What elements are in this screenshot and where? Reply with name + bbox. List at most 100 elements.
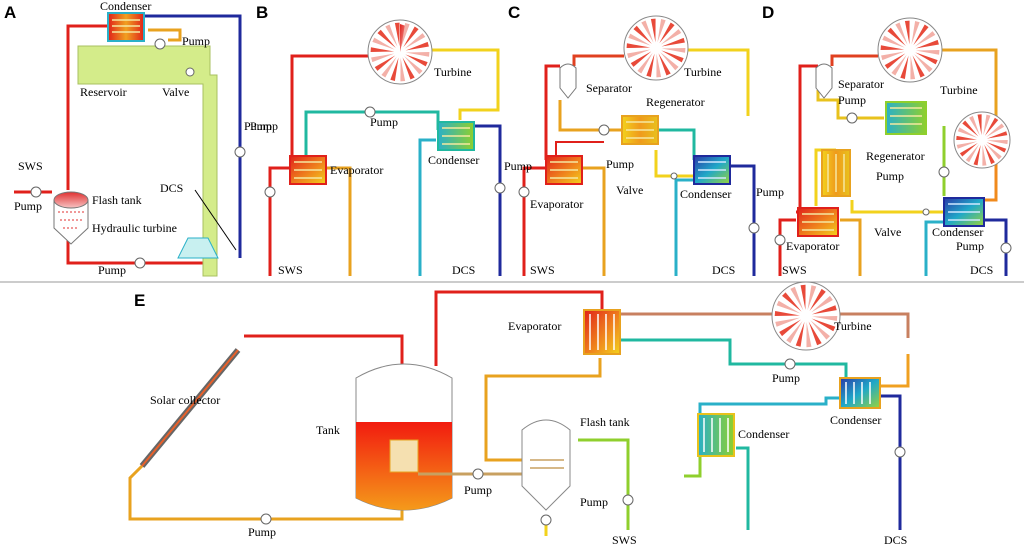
turbine-blade [404, 56, 423, 75]
turbine-blade [401, 23, 410, 47]
pipe [244, 334, 404, 366]
turbine-blade [884, 53, 906, 69]
turbine-blade [881, 51, 905, 61]
label: DCS [884, 533, 907, 547]
pipe [730, 164, 756, 276]
turbine-blade [914, 54, 933, 73]
pipe [418, 138, 436, 276]
valve-icon [185, 67, 195, 77]
pump-icon [622, 494, 634, 506]
panel-c-letter: C [508, 3, 520, 22]
turbine-blade [782, 292, 802, 312]
turbine-blade [372, 37, 395, 50]
label: Pump [248, 525, 276, 539]
tank-coil [389, 439, 419, 473]
turbine-blade [811, 305, 837, 315]
label: Pump [370, 115, 398, 129]
turbine-blade [880, 45, 905, 50]
label: Condenser [738, 427, 789, 441]
turbine-blade [404, 33, 426, 49]
pipe [620, 312, 910, 338]
turbine-blade [402, 57, 415, 80]
turbine-icon [771, 281, 841, 351]
label: SWS [18, 159, 43, 173]
turbine-blade [882, 35, 905, 48]
turbine-blade [914, 31, 936, 47]
pump-icon [30, 186, 42, 198]
pipe [984, 218, 1008, 276]
pipe [140, 14, 242, 258]
pump-icon [540, 514, 552, 526]
pipe [736, 446, 750, 530]
turbine-blade [385, 24, 398, 47]
pipe [578, 438, 630, 530]
pump-icon [364, 106, 376, 118]
valve-icon [922, 208, 930, 216]
turbine-blade [812, 316, 838, 321]
turbine-blade [810, 295, 833, 313]
panel-a: A Condenser Pump Reservoir Valve DCS SWS… [4, 0, 272, 277]
turbine-blade [377, 29, 396, 48]
label: Pump [244, 119, 272, 133]
pump-icon [234, 146, 246, 158]
pipe [620, 338, 848, 384]
turbine-blade [657, 19, 666, 43]
turbine-blade [400, 57, 406, 82]
turbine-blade [986, 123, 1005, 138]
label: Condenser [830, 413, 881, 427]
pipe [558, 100, 622, 132]
turbine-blade [895, 22, 908, 45]
pipe [688, 48, 750, 116]
turbine-blade [977, 114, 982, 135]
label: Condenser [680, 187, 731, 201]
label: Pump [756, 185, 784, 199]
pump-icon [260, 513, 272, 525]
pipe [582, 166, 606, 276]
turbine-blade [984, 144, 995, 165]
turbine-blade [800, 284, 806, 310]
turbine-blade [637, 52, 653, 74]
label: Regenerator [646, 95, 705, 109]
pump-icon [598, 124, 610, 136]
turbine-blade [986, 142, 1007, 153]
turbine-blade [795, 321, 805, 347]
turbine-icon [953, 111, 1011, 169]
turbine-blade [959, 142, 978, 157]
turbine-blade [656, 53, 662, 78]
regenerator [885, 101, 927, 135]
pump-icon [784, 358, 796, 370]
label: SWS [612, 533, 637, 547]
turbine-blade [371, 53, 395, 63]
pipe [430, 48, 500, 120]
turbine-blade [776, 300, 801, 314]
pipe [475, 124, 502, 276]
turbine-blade [915, 39, 939, 49]
turbine-blade [394, 22, 400, 47]
label: Valve [874, 225, 901, 239]
label: Turbine [940, 83, 978, 97]
label: SWS [278, 263, 303, 277]
turbine-blade [661, 48, 686, 53]
label: Evaporator [508, 319, 561, 333]
turbine-blade [646, 53, 655, 77]
pointer-arrow [194, 189, 237, 251]
pump-icon [134, 257, 146, 269]
label: Pump [876, 169, 904, 183]
label: Turbine [684, 65, 722, 79]
label: Condenser [428, 153, 479, 167]
turbine-blade [956, 135, 977, 140]
separator [559, 63, 577, 99]
turbine-blade [661, 37, 685, 47]
turbine-blade [911, 21, 920, 45]
turbine-blade [913, 24, 929, 46]
panel-b: B Turbine Pump Evaporator Pump Condenser… [250, 3, 506, 277]
condenser [107, 12, 145, 42]
turbine-blade [904, 20, 910, 45]
turbine-blade [810, 320, 830, 340]
turbine-blade [982, 145, 987, 166]
turbine-blade [809, 288, 826, 311]
label: Pump [14, 199, 42, 213]
pump-icon [154, 38, 166, 50]
turbine-blade [983, 114, 991, 136]
